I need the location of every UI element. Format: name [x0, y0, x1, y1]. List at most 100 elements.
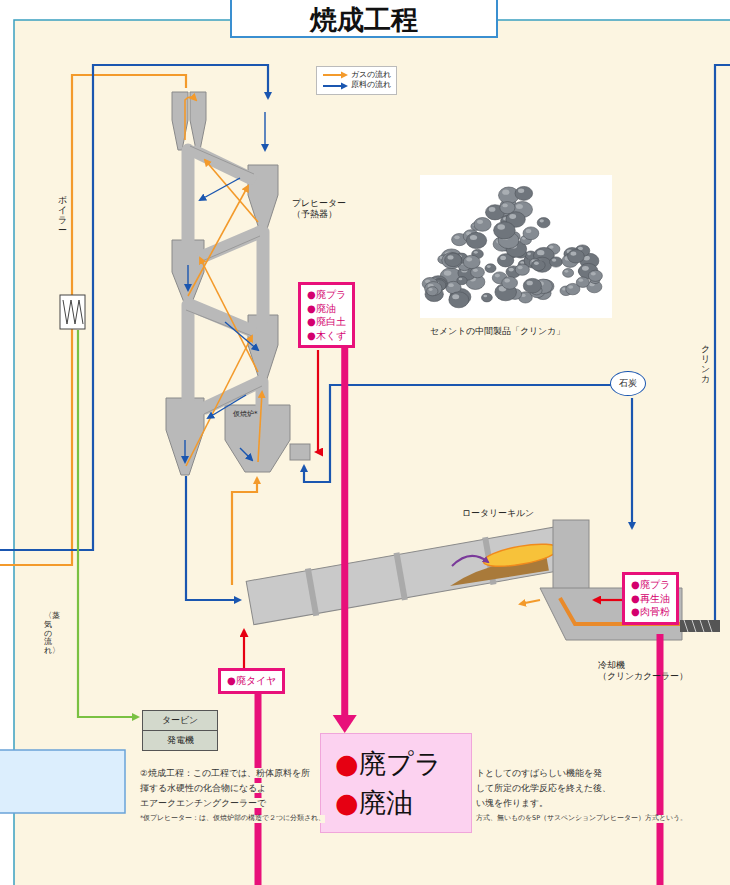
note-text: エアークエンチングクーラーで: [140, 798, 266, 808]
waste-fuel-box: ●廃プラ●廃油●廃白土●木くず: [298, 282, 355, 348]
node-text: ●廃油: [307, 302, 346, 316]
clinker-lump: [588, 270, 602, 281]
clinker-lump: [449, 292, 469, 308]
coal-circle: 石炭: [610, 371, 646, 396]
node-text: ●廃タイヤ: [227, 674, 276, 688]
node-text: 石炭: [619, 377, 637, 390]
node-text: ●廃プラ: [335, 744, 457, 783]
clinker-lump: [568, 250, 585, 263]
clinker-lump: [576, 277, 589, 287]
clinker-lump: [515, 186, 533, 200]
clinker-highlight: [429, 288, 433, 291]
clinker-highlight: [448, 283, 453, 287]
part-label: ロータリーキルン: [462, 508, 534, 519]
clinker-highlight: [571, 252, 577, 256]
node-text: ●再生油: [631, 592, 670, 606]
callout-box: ●廃プラ●廃油: [320, 733, 472, 833]
clinker-highlight: [497, 224, 505, 229]
clinker-highlight: [500, 256, 506, 260]
note-text: トとしてのすばらしい機能を発: [476, 768, 602, 778]
node-text: 発電機: [145, 734, 215, 747]
legend-row: 原料の流れ: [322, 80, 391, 90]
clinker-highlight: [452, 294, 459, 299]
clinker-lump: [445, 253, 462, 267]
clinker-photo: [422, 186, 602, 307]
clinker-lump: [523, 278, 541, 293]
clinker-highlight: [552, 259, 556, 262]
legend-sample: [322, 82, 348, 90]
clinker-lump: [550, 257, 563, 267]
clinker-highlight: [477, 220, 483, 224]
clinker-lump: [500, 202, 515, 214]
clinker-highlight: [549, 245, 554, 248]
note-text: ②焼成工程：この工程では、粉体原料を所: [140, 768, 310, 778]
clinker-lump: [502, 277, 518, 290]
waste-fuel-box: ●廃タイヤ: [218, 668, 285, 694]
clinker-highlight: [502, 190, 509, 195]
flow-label: 〈蒸気の流れ〉: [44, 612, 52, 656]
clinker-lump: [485, 264, 496, 273]
feed-arrow: [333, 348, 357, 733]
node-text: ●廃白土: [307, 315, 346, 329]
clinker-lump: [427, 287, 438, 296]
turbine-box: タービン: [142, 710, 218, 731]
clinker-highlight: [470, 235, 477, 240]
clinker-highlight: [473, 269, 478, 272]
footnote-text: *仮プレヒーター：は、仮焼炉部の構造で２つに分類され、: [140, 815, 325, 823]
clinker-lump: [532, 260, 546, 271]
legend-sample: [322, 71, 348, 79]
clinker-highlight: [526, 229, 532, 233]
clinker-highlight: [444, 270, 452, 275]
part-label: プレヒーター （予熱器）: [292, 198, 354, 220]
node-text: ●木くず: [307, 329, 346, 343]
clinker-highlight: [474, 251, 478, 254]
clinker-highlight: [540, 219, 544, 222]
clinker-lump: [515, 264, 529, 275]
node-text: ●廃油: [335, 783, 457, 822]
clinker-highlight: [579, 279, 584, 282]
clinker-lump: [563, 269, 574, 278]
clinker-highlight: [518, 189, 524, 193]
legend-row: ガスの流れ: [322, 70, 391, 80]
clinker-lump: [523, 227, 539, 240]
clinker-highlight: [466, 257, 472, 261]
part-label: 冷却機 （クリンカクーラー）: [598, 660, 684, 682]
clinker-highlight: [534, 262, 539, 265]
node-text: ●肉骨粉: [631, 605, 670, 619]
clinker-highlight: [582, 266, 589, 271]
clinker-highlight: [504, 279, 510, 283]
photo-caption: セメントの中間製品「クリンカ」: [430, 326, 565, 337]
clinker-highlight: [516, 204, 523, 209]
waste-fuel-box: ●廃プラ●再生油●肉骨粉: [622, 572, 679, 625]
part-label: ボイラー: [58, 196, 67, 236]
part-label: 仮焼炉*: [233, 410, 258, 418]
clinker-lump: [482, 293, 493, 302]
clinker-lump: [494, 222, 516, 239]
clinker-highlight: [487, 265, 491, 268]
legend-text: ガスの流れ: [351, 70, 391, 80]
note-text: して所定の化学反応を終えた後、: [476, 783, 611, 793]
note-text: い塊を作ります。: [476, 798, 548, 808]
clinker-lump: [463, 255, 480, 268]
clinker-highlight: [483, 295, 487, 298]
node-text: ●廃プラ: [631, 578, 670, 592]
clinker-highlight: [509, 268, 514, 272]
clinker-highlight: [527, 281, 533, 286]
clinker-highlight: [565, 270, 569, 273]
clinker-lump: [537, 218, 550, 228]
flow-label: クリンカ: [701, 345, 710, 385]
clinker-highlight: [495, 274, 500, 278]
clinker-lump: [442, 252, 462, 268]
clinker-lump: [425, 282, 442, 296]
clinker-highlight: [509, 214, 516, 219]
note-text: 揮する水硬性の化合物になるよ: [140, 783, 266, 793]
footnote-text: 方式、無いものをSP（サスペンションプレヒーター）方式という。: [476, 815, 687, 823]
clinker-highlight: [489, 207, 496, 212]
title-banner: 焼成工程: [230, 0, 498, 38]
clinker-lump: [457, 277, 467, 285]
legend-text: 原料の流れ: [351, 80, 391, 90]
clinker-highlight: [527, 252, 531, 255]
clinker-lump: [474, 218, 491, 232]
clinker-highlight: [459, 278, 463, 281]
